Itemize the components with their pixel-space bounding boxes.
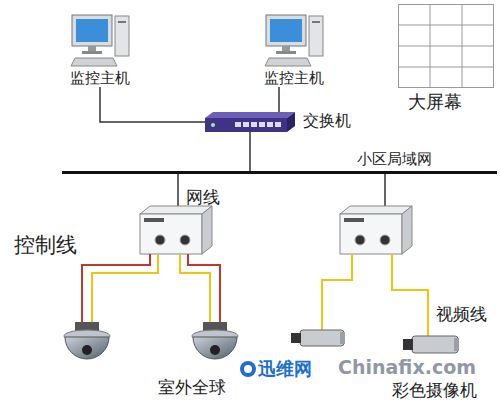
computer-icon: [263, 12, 325, 68]
camera-body: [412, 336, 458, 353]
control-wire: [188, 254, 220, 324]
video-wire: [392, 254, 428, 336]
video-wall: 大屏幕: [398, 4, 494, 113]
watermark: 迅维网: [258, 358, 312, 380]
box-camera: [403, 336, 459, 353]
switch-front: [205, 118, 287, 132]
lan-bus: 小区局域网: [62, 171, 497, 174]
keyboard: [265, 58, 311, 66]
switch-port: [251, 122, 257, 127]
monitor-screen: [76, 19, 108, 42]
encoder-front: [340, 214, 402, 254]
monitoring-host: 监控主机: [262, 12, 326, 87]
keyboard: [71, 58, 117, 66]
network-drop: [384, 174, 386, 208]
dome-camera: [192, 322, 238, 359]
dome-body: [193, 337, 237, 359]
dome-camera: [64, 322, 110, 359]
monitor-base: [82, 51, 102, 54]
cable-label: 视频线: [436, 304, 487, 324]
monitor-frame: [72, 15, 112, 46]
monitor-screen: [270, 19, 302, 42]
switch-port: [243, 122, 249, 127]
switch-label: 交换机: [303, 111, 351, 130]
watermark: Chinafix.com: [338, 356, 476, 379]
bnc-port: [380, 235, 390, 245]
pc-tower: [309, 16, 323, 56]
drive-bay: [118, 21, 126, 23]
lan-label: 小区局域网: [357, 150, 432, 168]
drive-bay: [312, 21, 320, 23]
video-wire: [322, 254, 352, 330]
monitor-stand: [88, 46, 96, 51]
video-encoder: [340, 206, 412, 254]
encoder-badge: [144, 218, 164, 222]
encoder-front: [140, 214, 202, 254]
switch-icon: [205, 112, 295, 132]
encoder-top: [340, 206, 412, 214]
wall-divider: [398, 46, 494, 47]
camera-cap: [340, 332, 345, 344]
camera-lens: [403, 339, 413, 350]
switch-led: [211, 123, 215, 127]
switch-port: [259, 122, 265, 127]
switch-port: [235, 122, 241, 127]
switch-port: [275, 122, 281, 127]
camera-cap: [454, 338, 459, 351]
monitor-frame: [266, 15, 306, 46]
network-switch: 交换机: [205, 112, 295, 132]
bnc-port: [180, 235, 190, 245]
dome-lens: [210, 345, 220, 355]
pc-tower: [115, 16, 129, 56]
monitor-base: [276, 51, 296, 54]
dome-body: [65, 337, 109, 359]
watermark-logo: [240, 361, 256, 377]
video-encoder: [140, 206, 212, 254]
cable-label: 网线: [186, 187, 220, 207]
encoder-top: [140, 206, 212, 214]
video-wire: [92, 254, 158, 324]
network-cable: [100, 87, 205, 122]
cable-label: 控制线: [14, 233, 77, 258]
watermark-logo: [244, 365, 252, 373]
encoder-side: [202, 206, 212, 254]
wall-divider: [398, 25, 494, 26]
encoder-badge: [344, 218, 364, 222]
camera-label: 彩色摄像机: [392, 380, 477, 400]
screen-label: 大屏幕: [398, 91, 494, 113]
box-camera: [291, 330, 345, 346]
video-wall-grid: [398, 4, 494, 88]
bnc-port: [355, 235, 365, 245]
host-label: 监控主机: [262, 68, 326, 87]
bnc-port: [155, 235, 165, 245]
wall-divider: [398, 67, 494, 68]
monitor-stand: [282, 46, 290, 51]
encoder-side: [402, 206, 412, 254]
dome-lens: [82, 345, 92, 355]
switch-port: [267, 122, 273, 127]
network-drop: [177, 174, 179, 208]
switch-top: [205, 112, 295, 118]
host-label: 监控主机: [68, 68, 132, 87]
camera-label: 室外全球: [158, 377, 226, 397]
computer-icon: [69, 12, 131, 68]
network-cable: [249, 132, 251, 171]
network-cable: [278, 87, 280, 112]
switch-side: [287, 112, 295, 132]
wall-frame: [399, 5, 494, 88]
monitoring-host: 监控主机: [68, 12, 132, 87]
camera-lens: [291, 333, 301, 343]
camera-body: [300, 330, 344, 346]
